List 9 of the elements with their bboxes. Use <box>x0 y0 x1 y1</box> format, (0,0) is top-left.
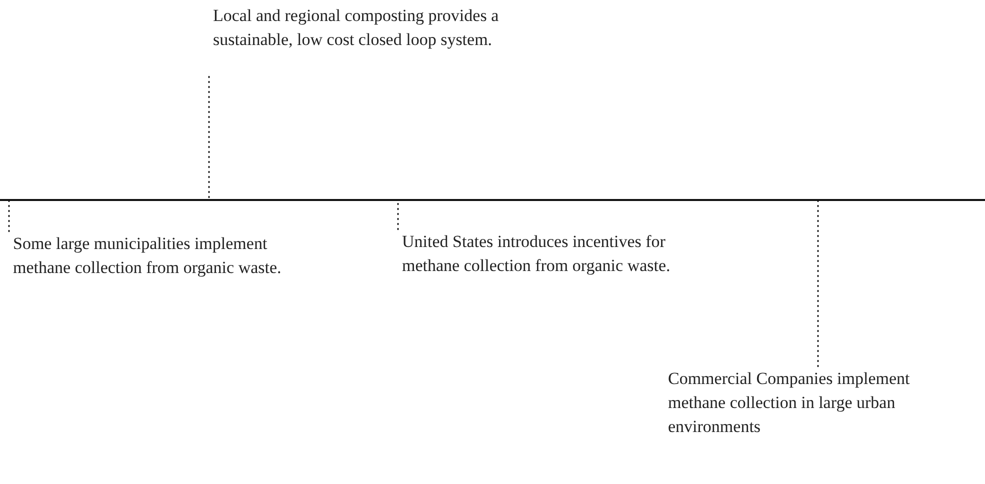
leader-line <box>8 201 10 232</box>
event-text: Commercial Companies implement methane collection in large urban environments <box>668 367 968 439</box>
timeline-bar <box>0 199 985 201</box>
leader-line <box>817 201 819 367</box>
event-text: United States introduces incentives for methane collection from organic waste. <box>402 230 702 278</box>
leader-line <box>397 201 399 230</box>
event-text: Local and regional composting provides a sustainable, low cost closed loop system. <box>213 4 513 52</box>
event-text: Some large municipalities implement methane collection from organic waste. <box>13 232 313 280</box>
leader-line <box>208 76 210 199</box>
